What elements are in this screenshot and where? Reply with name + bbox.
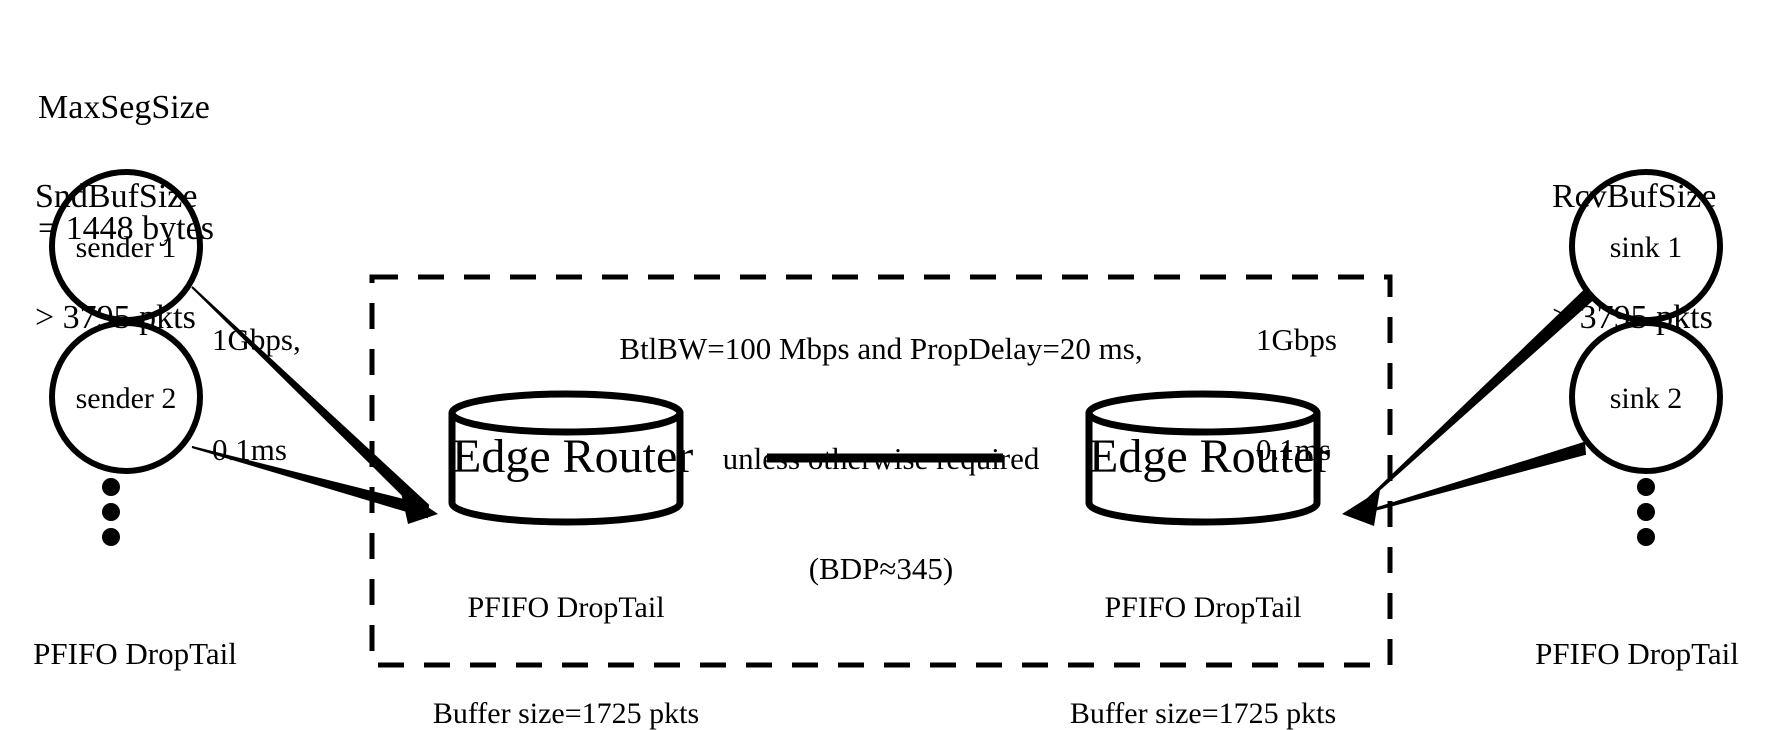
edge-router-1-cylinder[interactable] bbox=[448, 390, 684, 526]
snd-buf-size-line1: SndBufSize bbox=[35, 178, 198, 216]
sender-1-label: sender 1 bbox=[75, 231, 177, 264]
snd-buf-size-line2: > 3795 pkts bbox=[35, 298, 196, 336]
sender-queue-annotation: PFIFO DropTail Buffer = 1 pkt bbox=[0, 563, 270, 730]
sender-queue-line1: PFIFO DropTail bbox=[33, 636, 237, 672]
edge-router-2-queue-line2: Buffer size=1725 pkts bbox=[1069, 696, 1337, 730]
bottleneck-description: BtlBW=100 Mbps and PropDelay=20 ms, unle… bbox=[452, 258, 1310, 660]
left-access-link-line1: 1Gbps, bbox=[212, 322, 301, 358]
max-seg-size-annotation: MaxSegSize = 1448 bytes bbox=[38, 8, 214, 329]
rcv-buf-size-line2: > 3795 pkts bbox=[1552, 298, 1713, 336]
bottleneck-line3: (BDP≈345) bbox=[808, 550, 954, 586]
left-access-link-line2: 0.1ms bbox=[212, 431, 287, 467]
edge-router-1-label: Edge Router bbox=[452, 430, 694, 483]
sink-2-label: sink 2 bbox=[1609, 382, 1683, 415]
bottleneck-line2: unless otherwise required bbox=[722, 440, 1040, 476]
rcv-buf-size-annotation: RcvBufSize > 3795 pkts bbox=[1552, 97, 1716, 418]
right-access-link-line2: 0.1ms bbox=[1256, 431, 1331, 467]
edge-router-2-label: Edge Router bbox=[1089, 430, 1331, 483]
sink-queue-line1: PFIFO DropTail bbox=[1535, 636, 1739, 672]
bottleneck-region-box bbox=[369, 274, 1393, 668]
sender-2-label: sender 2 bbox=[75, 382, 177, 415]
arrowhead-into-router1 bbox=[400, 488, 438, 524]
edge-router-1-queue-annotation: PFIFO DropTail Buffer size=1725 pkts bbox=[396, 519, 736, 730]
right-access-link-line1: 1Gbps bbox=[1256, 322, 1337, 358]
edge-router-2-queue-annotation: PFIFO DropTail Buffer size=1725 pkts bbox=[1033, 519, 1373, 730]
sink-1-label: sink 1 bbox=[1609, 231, 1683, 264]
sink-2-node[interactable] bbox=[1569, 320, 1723, 474]
sink-ellipsis-dots bbox=[1637, 478, 1655, 546]
sender-2-node[interactable] bbox=[49, 320, 203, 474]
bottleneck-line1: BtlBW=100 Mbps and PropDelay=20 ms, bbox=[619, 331, 1143, 367]
rcv-buf-size-line1: RcvBufSize bbox=[1552, 178, 1717, 216]
snd-buf-size-annotation: SndBufSize > 3795 pkts bbox=[35, 97, 197, 418]
left-access-link-label: 1Gbps, 0.1ms bbox=[212, 249, 301, 542]
max-seg-size-line2: = 1448 bytes bbox=[38, 209, 214, 247]
edge-router-2-queue-line1: PFIFO DropTail bbox=[1104, 590, 1302, 624]
link-router2-to-sink2 bbox=[1351, 441, 1587, 517]
arrowhead-from-router2 bbox=[1342, 490, 1380, 526]
edge-router-2-cylinder[interactable] bbox=[1085, 390, 1321, 526]
edge-router-1-queue-line1: PFIFO DropTail bbox=[467, 590, 665, 624]
max-seg-size-line1: MaxSegSize bbox=[38, 89, 210, 127]
sender-ellipsis-dots bbox=[102, 478, 120, 546]
sink-queue-annotation: PFIFO DropTail Buffer = 1 pkt bbox=[1502, 563, 1772, 730]
right-access-link-label: 1Gbps 0.1ms bbox=[1256, 249, 1337, 542]
edge-router-1-queue-line2: Buffer size=1725 pkts bbox=[432, 696, 700, 730]
